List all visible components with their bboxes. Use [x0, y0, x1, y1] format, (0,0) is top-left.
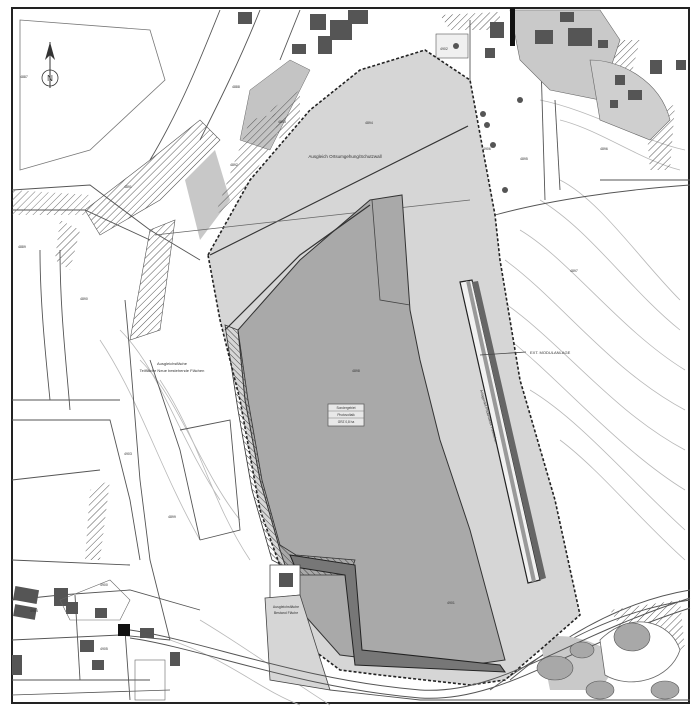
parcel-number: 4898	[352, 369, 360, 373]
parcel-number: 4893	[278, 120, 286, 124]
parcel-number: 4902	[440, 47, 448, 51]
parcel-number: 4887	[20, 75, 28, 79]
label-area-bottom-2: Bestand Fläche	[274, 611, 298, 615]
road-line-upper	[154, 199, 471, 236]
parcel-bottom-center	[134, 659, 166, 701]
buildings-top	[238, 10, 368, 54]
parcel-number: 4901	[447, 601, 455, 605]
info-box	[327, 403, 365, 427]
parcel-numbers: 4887 4888 4889 4890 4891 4892 4893 4894 …	[18, 47, 608, 651]
label-info-3: GRZ 0,8 ha	[338, 420, 355, 424]
leader-line	[479, 351, 527, 356]
buildings-bottom-left	[12, 586, 180, 675]
label-info-1: Sondergebiet	[337, 406, 356, 410]
module-rows-east	[459, 279, 546, 584]
parcel-number: 4904	[30, 609, 38, 613]
embankment-west	[224, 324, 356, 576]
module-field-edge	[224, 204, 371, 331]
label-area-left-2: Teilfläche Neue bestehende Flächen	[140, 368, 205, 373]
parcel-number: 4895	[520, 157, 528, 161]
parcel-number: 4892	[230, 163, 238, 167]
parcel-number: 4900	[100, 583, 108, 587]
label-area-bottom-1: Ausgleichsfläche	[273, 605, 299, 609]
parcel-number: 4906	[483, 147, 491, 151]
road-bottom-left	[11, 689, 171, 696]
woodland-strips	[12, 12, 685, 690]
parcel-number: 4890	[80, 297, 88, 301]
parcel-number: 4896	[600, 147, 608, 151]
north-arrow-icon: N	[41, 42, 59, 88]
parcel-number: 4894	[365, 121, 373, 125]
field-top-left	[19, 19, 166, 171]
north-label: N	[47, 74, 53, 83]
parcel-number: 4889	[18, 245, 26, 249]
label-area-left-1: Ausgleichsfläche	[157, 361, 188, 366]
parcel-number: 4899	[168, 515, 176, 519]
parcel-number: 4903	[124, 452, 132, 456]
module-field-notch	[371, 199, 411, 306]
compensation-divider	[209, 125, 469, 256]
parcel-number: 4905	[100, 647, 108, 651]
residential-top-right	[435, 8, 686, 141]
label-area-top: Ausgleich Ortsumgehung/Schutzwall	[308, 154, 381, 159]
parcel-bottom-left-outline	[59, 579, 131, 621]
parcel-number: 4888	[232, 85, 240, 89]
tree-dots	[480, 97, 523, 193]
label-info-2: Photovoltaik	[337, 413, 355, 417]
parcel-number: 4897	[570, 269, 578, 273]
embankment-south	[289, 554, 507, 673]
ponds-bottom-right	[536, 621, 681, 700]
label-ground-mount: EXT. MODULANLAGE	[530, 350, 571, 355]
parcel-number: 4891	[124, 185, 132, 189]
